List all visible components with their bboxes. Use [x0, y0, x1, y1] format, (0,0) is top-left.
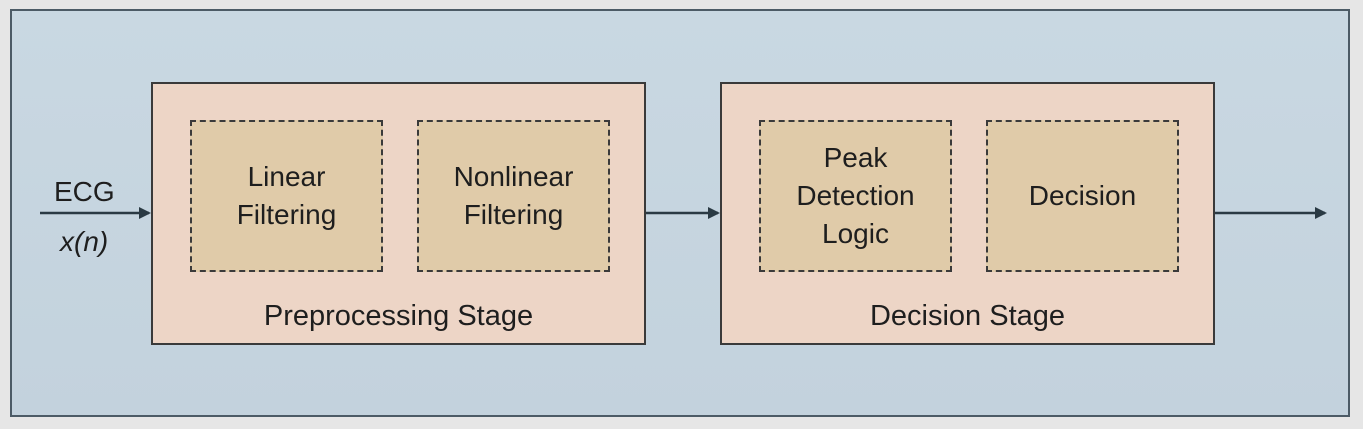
decision-stage-label: Decision Stage — [869, 300, 1066, 332]
peak-detection-logic-block: Peak Detection Logic — [759, 120, 952, 272]
decision-label: Decision — [1028, 180, 1137, 211]
input-signal-label: x(n) — [60, 226, 109, 257]
decision-stage: Peak Detection Logic Decision Decision S… — [720, 82, 1215, 345]
preprocessing-stage: Linear Filtering Nonlinear Filtering Pre… — [151, 82, 646, 345]
preprocessing-stage-label: Preprocessing Stage — [263, 300, 534, 332]
nonlinear-filtering-block: Nonlinear Filtering — [417, 120, 610, 272]
peak-detection-logic-label: Peak Detection Logic — [796, 142, 915, 249]
linear-filtering-label: Linear Filtering — [236, 161, 337, 230]
linear-filtering-block: Linear Filtering — [190, 120, 383, 272]
decision-block: Decision — [986, 120, 1179, 272]
input-label: ECG — [54, 176, 115, 207]
nonlinear-filtering-label: Nonlinear Filtering — [453, 161, 574, 230]
